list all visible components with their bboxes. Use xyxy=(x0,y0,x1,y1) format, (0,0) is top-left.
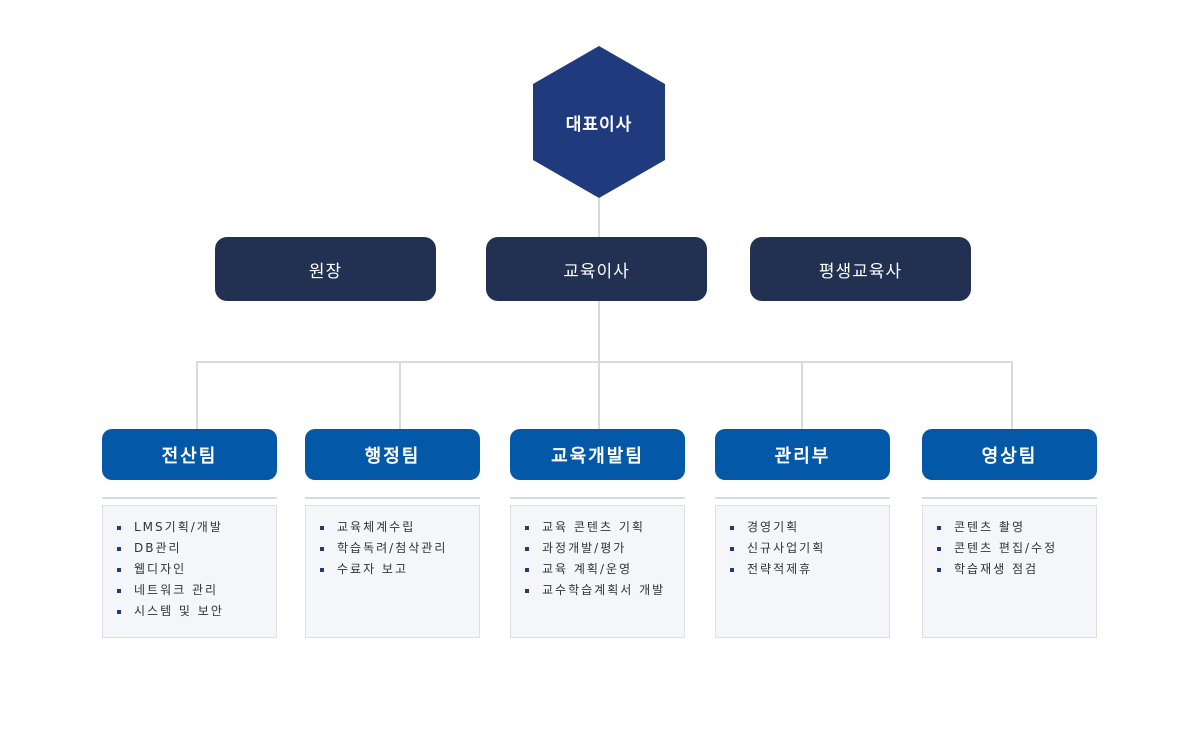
duty-item: 전략적제휴 xyxy=(728,559,879,580)
team-header: 영상팀 xyxy=(922,429,1097,480)
team-duties-panel: LMS기획/개발 DB관리 웹디자인 네트워크 관리 시스템 및 보안 xyxy=(102,505,277,638)
connector-team-3 xyxy=(598,361,600,429)
connector-team-4 xyxy=(801,361,803,429)
executive-lifelong-box: 평생교육사 xyxy=(750,237,971,301)
team-management: 관리부 경영기획 신규사업기획 전략적제휴 xyxy=(715,429,890,638)
team-header: 교육개발팀 xyxy=(510,429,685,480)
duty-item: 과정개발/평가 xyxy=(523,538,674,559)
executive-director-box: 원장 xyxy=(215,237,436,301)
team-name: 교육개발팀 xyxy=(551,445,644,467)
duty-item: 학습독려/첨삭관리 xyxy=(318,538,469,559)
duty-item: LMS기획/개발 xyxy=(115,517,266,538)
duty-item: 신규사업기획 xyxy=(728,538,879,559)
team-name: 관리부 xyxy=(774,445,831,467)
connector-ceo-to-executives xyxy=(598,198,600,237)
team-header: 행정팀 xyxy=(305,429,480,480)
team-duties-list: 교육 콘텐츠 기획 과정개발/평가 교육 계획/운영 교수학습계획서 개발 xyxy=(523,517,674,601)
duty-item: DB관리 xyxy=(115,538,266,559)
executive-director-label: 원장 xyxy=(308,261,343,282)
team-name: 영상팀 xyxy=(981,445,1038,467)
team-duties-list: 콘텐츠 촬영 콘텐츠 편집/수정 학습재생 점검 xyxy=(935,517,1086,580)
team-name: 전산팀 xyxy=(161,445,218,467)
team-admin: 행정팀 교육체계수립 학습독려/첨삭관리 수료자 보고 xyxy=(305,429,480,638)
connector-team-2 xyxy=(399,361,401,429)
ceo-label: 대표이사 xyxy=(565,114,633,135)
duty-item: 경영기획 xyxy=(728,517,879,538)
team-header: 관리부 xyxy=(715,429,890,480)
duty-item: 교육 계획/운영 xyxy=(523,559,674,580)
team-divider xyxy=(922,497,1097,499)
duty-item: 교육체계수립 xyxy=(318,517,469,538)
team-video: 영상팀 콘텐츠 촬영 콘텐츠 편집/수정 학습재생 점검 xyxy=(922,429,1097,638)
team-duties-list: 교육체계수립 학습독려/첨삭관리 수료자 보고 xyxy=(318,517,469,580)
team-duties-list: 경영기획 신규사업기획 전략적제휴 xyxy=(728,517,879,580)
team-duties-list: LMS기획/개발 DB관리 웹디자인 네트워크 관리 시스템 및 보안 xyxy=(115,517,266,622)
duty-item: 교육 콘텐츠 기획 xyxy=(523,517,674,538)
duty-item: 콘텐츠 촬영 xyxy=(935,517,1086,538)
executive-lifelong-label: 평생교육사 xyxy=(818,261,903,282)
executive-education-label: 교육이사 xyxy=(563,261,630,282)
team-header: 전산팀 xyxy=(102,429,277,480)
duty-item: 시스템 및 보안 xyxy=(115,601,266,622)
connector-horizontal-bus xyxy=(196,361,1013,363)
duty-item: 네트워크 관리 xyxy=(115,580,266,601)
team-name: 행정팀 xyxy=(364,445,421,467)
team-curriculum-dev: 교육개발팀 교육 콘텐츠 기획 과정개발/평가 교육 계획/운영 교수학습계획서… xyxy=(510,429,685,638)
ceo-node: 대표이사 xyxy=(533,46,665,198)
duty-item: 웹디자인 xyxy=(115,559,266,580)
team-duties-panel: 교육 콘텐츠 기획 과정개발/평가 교육 계획/운영 교수학습계획서 개발 xyxy=(510,505,685,638)
team-it: 전산팀 LMS기획/개발 DB관리 웹디자인 네트워크 관리 시스템 및 보안 xyxy=(102,429,277,638)
connector-team-5 xyxy=(1011,361,1013,429)
team-divider xyxy=(510,497,685,499)
duty-item: 교수학습계획서 개발 xyxy=(523,580,674,601)
connector-executive-to-teams xyxy=(598,301,600,362)
team-divider xyxy=(715,497,890,499)
connector-team-1 xyxy=(196,361,198,429)
duty-item: 콘텐츠 편집/수정 xyxy=(935,538,1086,559)
executive-education-box: 교육이사 xyxy=(486,237,707,301)
team-duties-panel: 교육체계수립 학습독려/첨삭관리 수료자 보고 xyxy=(305,505,480,638)
team-divider xyxy=(102,497,277,499)
duty-item: 학습재생 점검 xyxy=(935,559,1086,580)
team-divider xyxy=(305,497,480,499)
team-duties-panel: 콘텐츠 촬영 콘텐츠 편집/수정 학습재생 점검 xyxy=(922,505,1097,638)
duty-item: 수료자 보고 xyxy=(318,559,469,580)
team-duties-panel: 경영기획 신규사업기획 전략적제휴 xyxy=(715,505,890,638)
